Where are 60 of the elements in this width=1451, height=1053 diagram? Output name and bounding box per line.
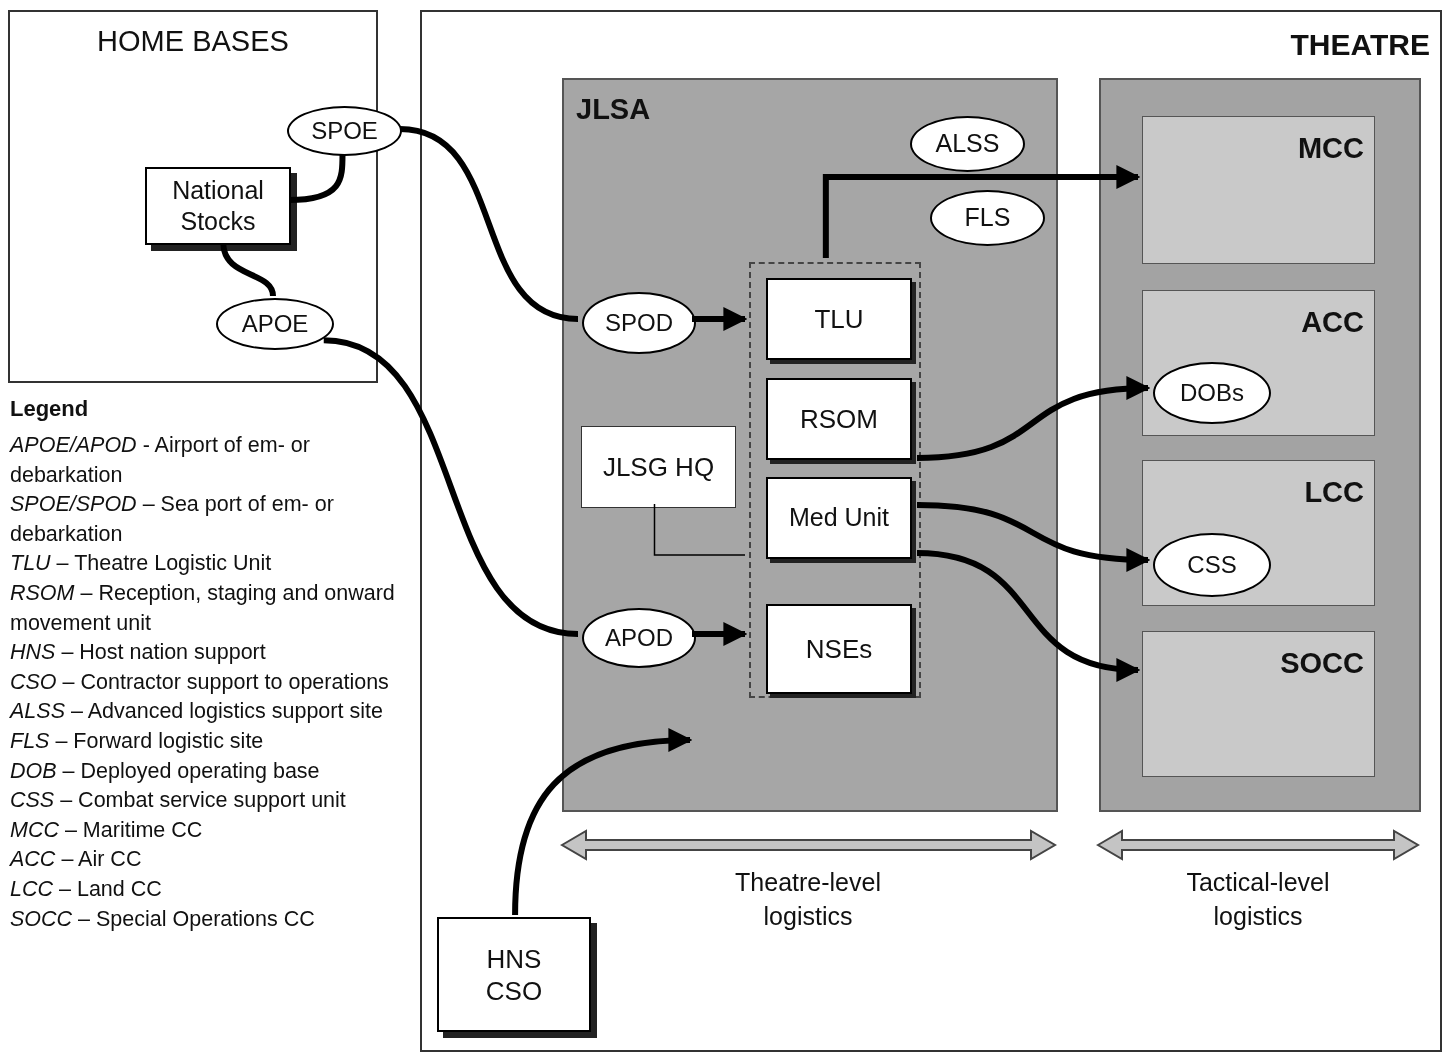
node-label: MCC bbox=[1297, 132, 1364, 164]
connector bbox=[323, 337, 579, 637]
connector bbox=[916, 550, 1141, 681]
node-label: SOCC bbox=[1280, 647, 1364, 679]
theatre-panel bbox=[420, 10, 1442, 1052]
component-command-box bbox=[1142, 631, 1375, 777]
node-label: SPOE bbox=[311, 116, 378, 146]
scale-label: Theatre-level logistics bbox=[735, 868, 881, 930]
node-label: THEATRE bbox=[1290, 28, 1430, 61]
node-label: JLSA bbox=[576, 93, 651, 125]
node-label: DOBs bbox=[1180, 378, 1244, 408]
hq-box bbox=[581, 426, 736, 508]
legend-entry: TLU – Theatre Logistic Unit bbox=[10, 550, 273, 578]
connector bbox=[399, 126, 579, 322]
connector bbox=[692, 307, 748, 331]
legend-entry: ACC – Air CC bbox=[10, 846, 143, 874]
legend-entry: CSS – Combat service support unit bbox=[10, 787, 347, 815]
connector bbox=[692, 622, 748, 646]
legend-entry: LCC – Land CC bbox=[10, 875, 163, 903]
legend-entry: SPOE/SPOD – Sea port of em- or debarkation bbox=[10, 491, 335, 548]
node-label: JLSG HQ bbox=[602, 450, 715, 484]
node-label: TLU bbox=[814, 302, 864, 336]
legend-entry: DOB – Deployed operating base bbox=[10, 757, 321, 785]
node-label: Med Unit bbox=[788, 502, 889, 534]
node-label: National Stocks bbox=[171, 175, 265, 237]
node-label: RSOM bbox=[800, 402, 878, 436]
node-label: FLS bbox=[964, 202, 1011, 234]
node-label: SPOD bbox=[605, 308, 673, 338]
connector bbox=[916, 377, 1151, 461]
component-command-box bbox=[1142, 290, 1375, 436]
component-command-box bbox=[1142, 460, 1375, 606]
scale-label: Tactical-level logistics bbox=[1186, 868, 1330, 930]
legend-entry: CSO – Contractor support to operations bbox=[10, 668, 390, 696]
legend-entry: FLS – Forward logistic site bbox=[10, 727, 265, 755]
tactical-panel bbox=[1099, 78, 1421, 812]
node-label: HOME BASES bbox=[97, 25, 289, 57]
connector bbox=[512, 728, 693, 916]
connector bbox=[220, 242, 276, 297]
legend-heading: Legend bbox=[10, 395, 90, 423]
legend-entry: RSOM – Reception, staging and onward movement unit bbox=[10, 579, 396, 637]
node-label: CSS bbox=[1187, 550, 1237, 580]
legend-entry: HNS – Host nation support bbox=[10, 639, 267, 667]
node-label: LCC bbox=[1304, 476, 1364, 508]
node-label: HNS CSO bbox=[484, 942, 544, 1007]
connector bbox=[822, 165, 1141, 258]
jlsa-panel bbox=[562, 78, 1058, 812]
node-label: ACC bbox=[1301, 306, 1364, 338]
component-command-box bbox=[1142, 116, 1375, 264]
connector bbox=[288, 154, 346, 204]
connector bbox=[916, 502, 1151, 572]
node-label: APOD bbox=[605, 623, 673, 653]
node-label: APOE bbox=[241, 309, 309, 339]
legend-entry: SOCC – Special Operations CC bbox=[10, 905, 316, 933]
dashed-group-box bbox=[749, 262, 921, 698]
node-label: ALSS bbox=[935, 128, 1000, 160]
legend-entry: MCC – Maritime CC bbox=[10, 816, 204, 844]
legend-entry: ALSS – Advanced logistics support site bbox=[10, 698, 384, 726]
connector bbox=[653, 503, 746, 556]
node-label: NSEs bbox=[805, 632, 873, 666]
legend-entry: APOE/APOD - Airport of em- or debarkation bbox=[10, 432, 311, 489]
